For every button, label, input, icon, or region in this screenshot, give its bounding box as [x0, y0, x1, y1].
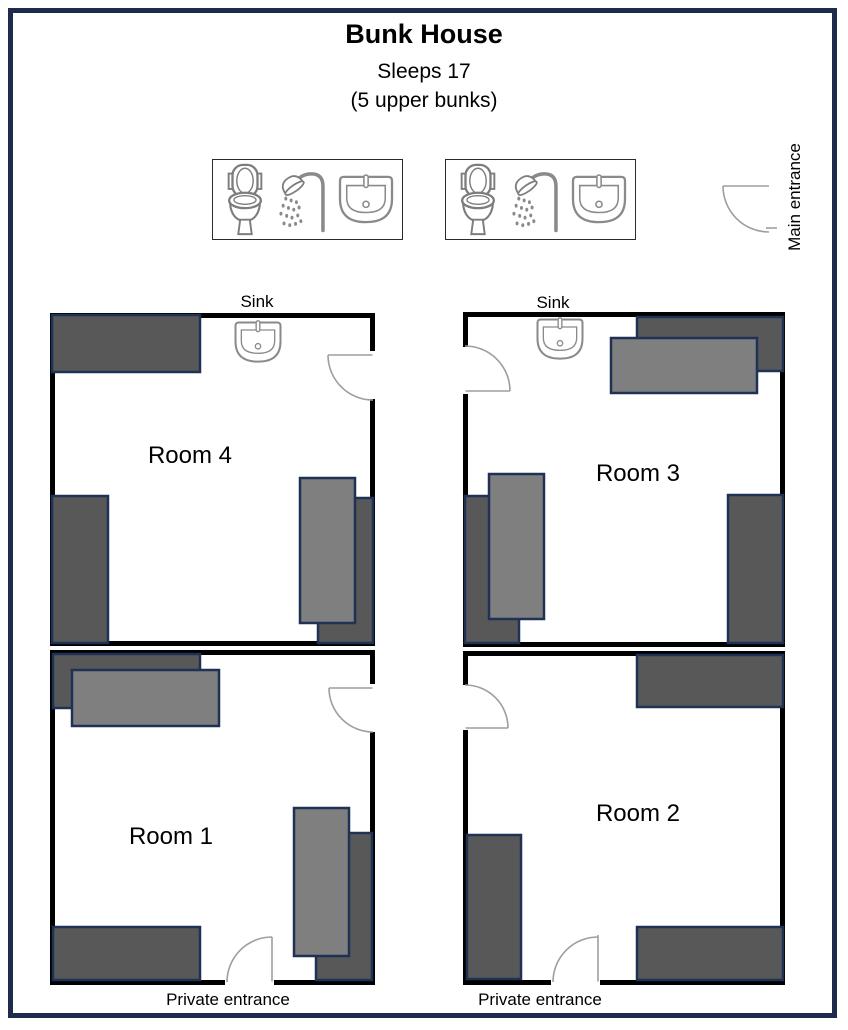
room-4-sink-icon — [234, 320, 282, 363]
shower-icon — [509, 165, 564, 234]
room-3-bed — [726, 493, 785, 645]
room-1-door-opening — [225, 976, 274, 989]
sink-icon — [337, 174, 395, 226]
upper-bunks-subtitle: (5 upper bunks) — [350, 88, 498, 112]
room-3-door-swing-arc — [464, 345, 511, 392]
room-1-upper-bunk — [292, 806, 351, 958]
room-4-label: Room 4 — [148, 442, 232, 469]
room-1-private-entrance-label: Private entrance — [166, 990, 290, 1009]
room-1-door-swing-arc — [226, 936, 273, 983]
room-1-door-opening — [367, 684, 379, 732]
room-1-door-swing-arc — [328, 687, 374, 733]
room-4-bed — [50, 313, 202, 374]
room-2-door-opening — [459, 685, 471, 730]
bathroom-legend-2 — [445, 159, 636, 240]
room-3-upper-bunk — [487, 472, 546, 621]
room-2-bed — [465, 833, 523, 981]
sleeps-subtitle: Sleeps 17 — [377, 59, 471, 83]
room-1-upper-bunk — [70, 668, 221, 728]
room-4-sink-label: Sink — [240, 292, 274, 311]
room-3-sink-icon — [536, 317, 584, 360]
room-1-label: Room 1 — [129, 823, 213, 850]
main-entrance-label: Main entrance — [785, 143, 804, 251]
room-3-label: Room 3 — [596, 460, 680, 487]
room-4-door-opening — [367, 351, 379, 399]
toilet-icon — [220, 162, 270, 237]
room-4-upper-bunk — [298, 476, 357, 625]
page-title: Bunk House — [345, 19, 503, 49]
title-block: Bunk House Sleeps 17 (5 upper bunks) — [0, 19, 848, 114]
room-3-door-opening — [459, 347, 471, 394]
bathroom-legend-1 — [212, 159, 403, 240]
shower-icon — [276, 165, 331, 234]
sink-icon — [570, 174, 628, 226]
room-4-door-swing-arc — [327, 354, 374, 401]
room-1-bed — [51, 925, 202, 982]
room-4-bed — [50, 494, 110, 645]
room-2-bed — [635, 653, 785, 709]
room-2-private-entrance-label: Private entrance — [478, 990, 602, 1009]
room-2-door-opening — [551, 976, 600, 989]
toilet-icon — [453, 162, 503, 237]
room-2-bed — [635, 925, 785, 982]
room-2-label: Room 2 — [596, 800, 680, 827]
room-2-door-swing-arc — [464, 684, 509, 729]
room-3-upper-bunk — [609, 336, 759, 395]
room-3-sink-label: Sink — [536, 293, 570, 312]
room-2-door-swing-arc — [552, 936, 599, 983]
main-entrance-door-swing-arc — [722, 185, 770, 233]
